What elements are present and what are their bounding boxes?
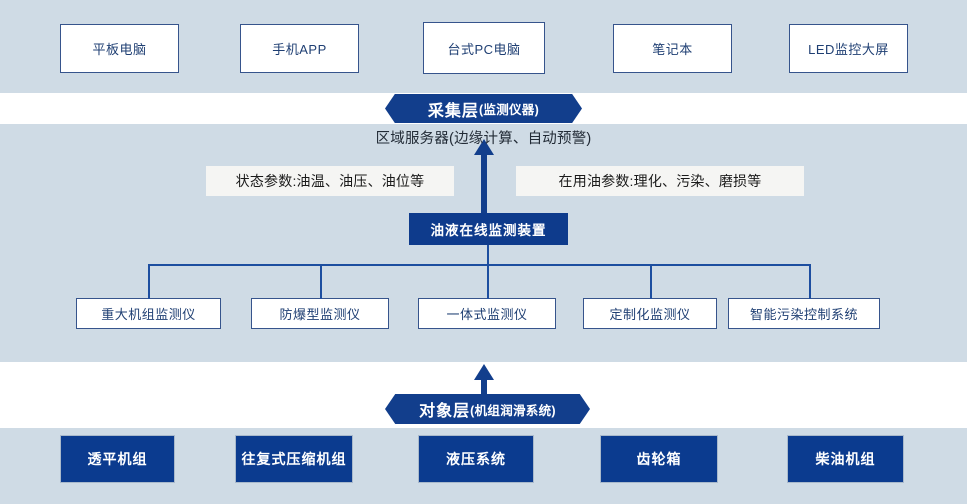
terminal-box-tablet[interactable]: 平板电脑 (60, 24, 179, 73)
terminal-box-desktop-pc[interactable]: 台式PC电脑 (423, 22, 545, 74)
connector-drop-1 (148, 264, 150, 299)
collection-layer-banner-title: 采集层 (427, 102, 479, 120)
monitor-box-major-unit[interactable]: 重大机组监测仪 (76, 298, 221, 329)
monitor-box-explosion-proof[interactable]: 防爆型监测仪 (251, 298, 389, 329)
object-box-reciprocating-compressor[interactable]: 往复式压缩机组 (235, 435, 353, 483)
connector-drop-3 (487, 264, 489, 299)
connector-drop-5 (809, 264, 811, 299)
object-layer-banner-title: 对象层 (419, 403, 471, 420)
terminal-box-mobile-app[interactable]: 手机APP (240, 24, 359, 73)
monitor-box-integrated[interactable]: 一体式监测仪 (418, 298, 556, 329)
terminal-box-led-screen[interactable]: LED监控大屏 (789, 24, 908, 73)
connector-drop-2 (320, 264, 322, 299)
collection-layer-banner-subtitle: (监测仪器) (478, 103, 540, 117)
parameter-chip-oil: 在用油参数:理化、污染、磨损等 (516, 166, 804, 196)
monitor-box-customized[interactable]: 定制化监测仪 (583, 298, 717, 329)
arrow-shaft (481, 153, 487, 215)
monitor-box-smart-contamination-control[interactable]: 智能污染控制系统 (728, 298, 880, 329)
oil-online-monitoring-device-box[interactable]: 油液在线监测装置 (409, 213, 568, 245)
collection-layer-banner: 采集层 (监测仪器) (385, 94, 582, 123)
object-box-turbine-unit[interactable]: 透平机组 (60, 435, 175, 483)
connector-horizontal-bus (148, 264, 811, 266)
arrow-head-icon (474, 139, 494, 155)
arrow-shaft (481, 378, 487, 402)
object-box-diesel-unit[interactable]: 柴油机组 (787, 435, 904, 483)
arrow-object-to-collection (474, 364, 494, 402)
connector-drop-4 (650, 264, 652, 299)
object-box-gearbox[interactable]: 齿轮箱 (600, 435, 718, 483)
regional-server-label: 区域服务器(边缘计算、自动预警) (375, 131, 592, 147)
connector-device-stub (487, 245, 489, 265)
arrow-head-icon (474, 364, 494, 380)
object-layer-banner-subtitle: (机组润滑系统) (470, 403, 556, 418)
arrow-device-to-server (474, 139, 494, 215)
parameter-chip-state: 状态参数:油温、油压、油位等 (206, 166, 454, 196)
terminal-box-laptop[interactable]: 笔记本 (613, 24, 732, 73)
object-box-hydraulic-system[interactable]: 液压系统 (418, 435, 534, 483)
object-layer-banner: 对象层 (机组润滑系统) (385, 394, 590, 424)
